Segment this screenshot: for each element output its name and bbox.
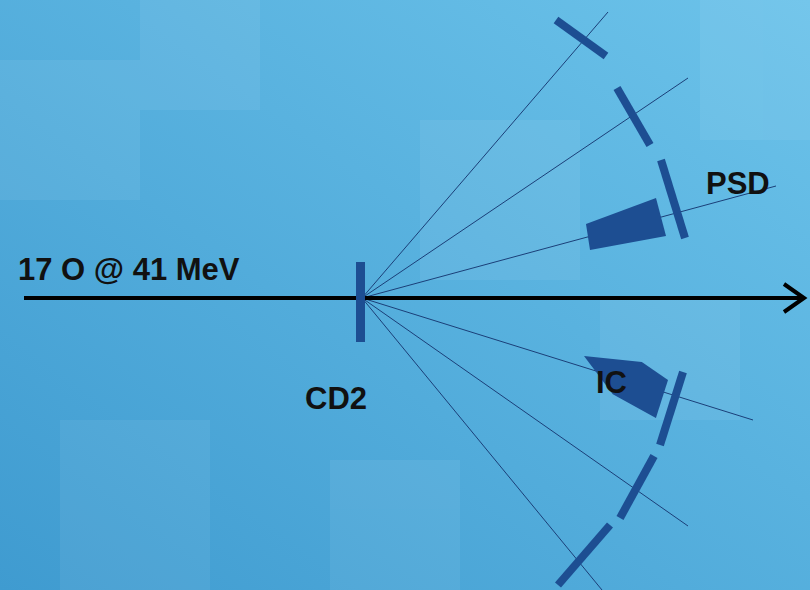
target-foil [356, 262, 365, 342]
detector-name: IC [596, 367, 627, 398]
beam-label: 17 O @ 41 MeV [18, 254, 240, 285]
beam-arrow [24, 284, 804, 312]
target-label: CD2 [305, 383, 367, 414]
ic-detector [586, 198, 666, 250]
detector-label: PSD [706, 168, 770, 199]
trajectory-lines [362, 12, 776, 590]
psd-detectors [556, 20, 685, 585]
ic-detector: IC [582, 352, 670, 420]
